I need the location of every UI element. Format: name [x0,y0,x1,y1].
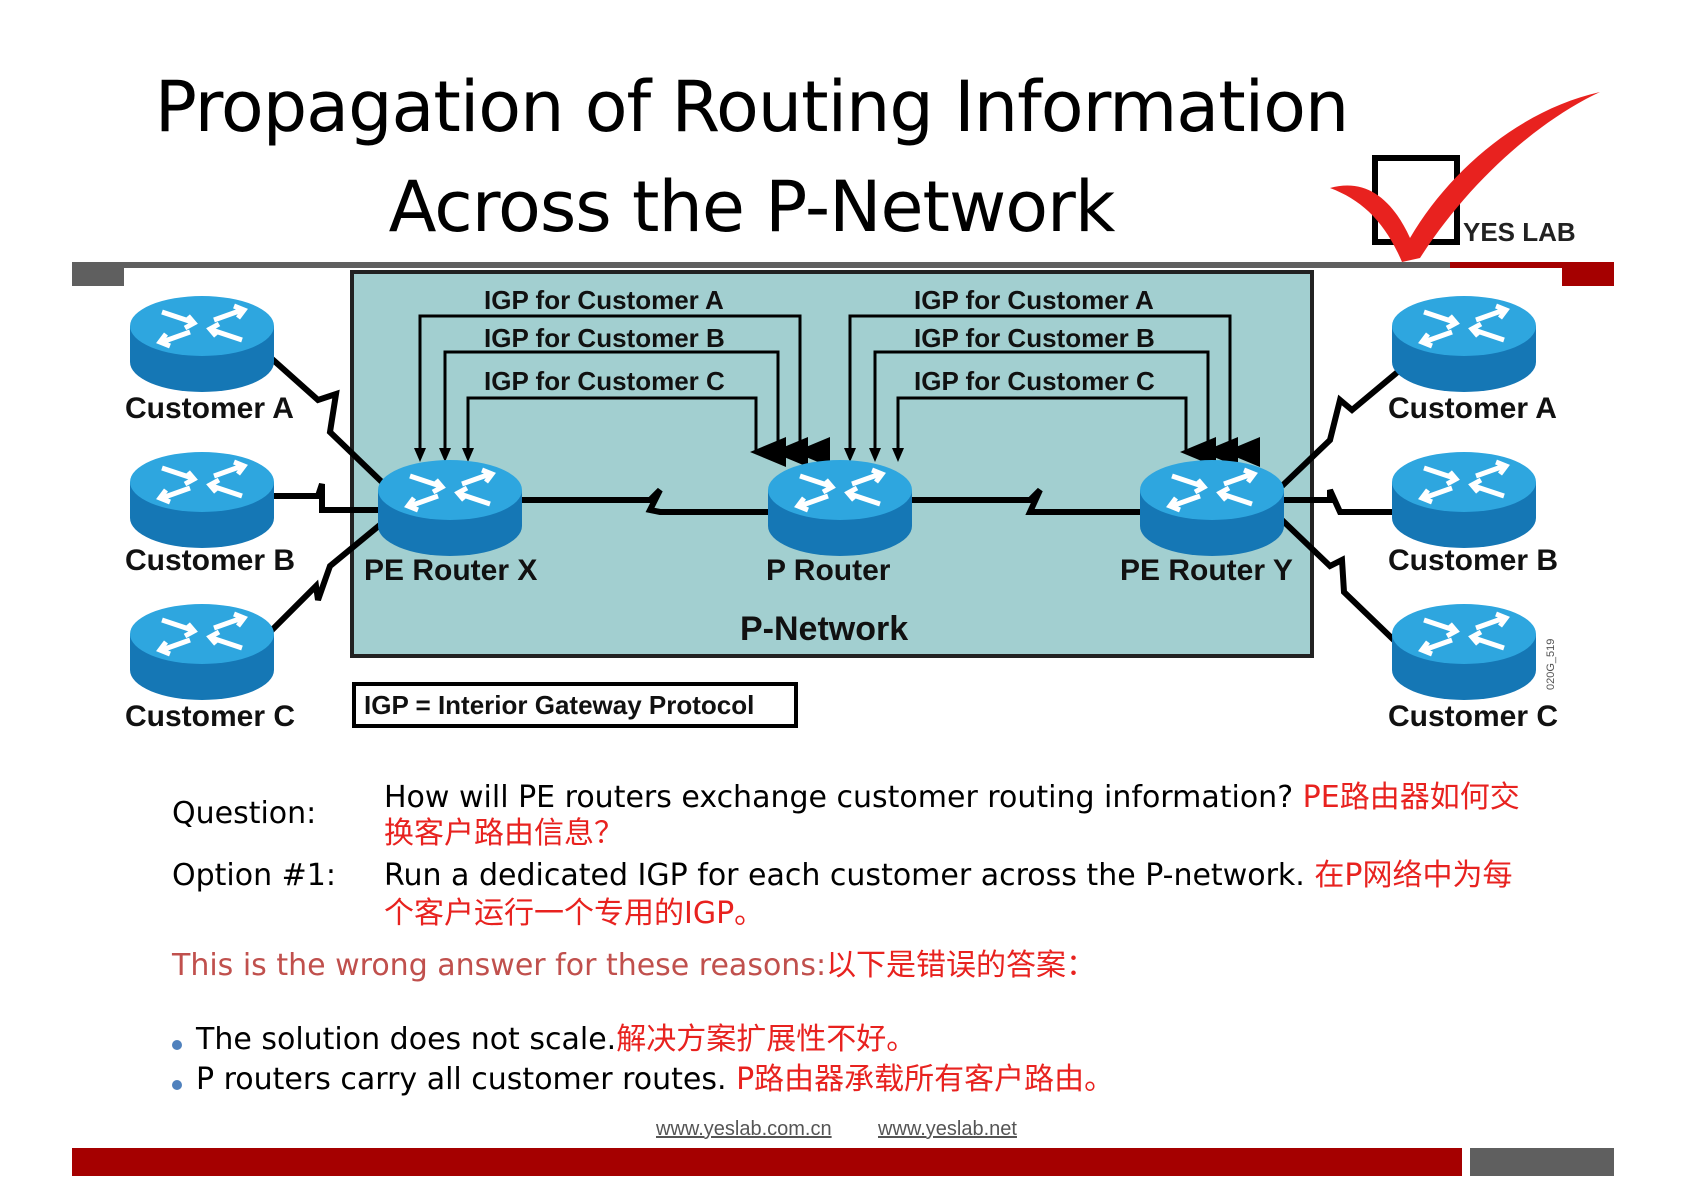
footer-link-net[interactable]: www.yeslab.net [878,1118,1017,1140]
bullet-dot-1 [172,1040,182,1050]
p-network-label: P-Network [740,610,908,648]
option-chinese-2: 个客户运行一个专用的IGP。 [384,896,765,931]
p-router-icon [768,460,912,556]
igp-left-labels: IGP for Customer A IGP for Customer B IG… [480,282,740,396]
igp-left-label-c: IGP for Customer C [484,366,725,396]
checkmark-icon [1330,92,1600,262]
right-customer-c-router-icon [1392,604,1536,700]
footer-link-cn[interactable]: www.yeslab.com.cn [656,1118,832,1140]
left-customer-a-label: Customer A [125,392,294,425]
question-chinese-1: PE路由器如何交 [1302,780,1520,815]
right-customer-b-router-icon [1392,452,1536,548]
right-customer-b-label: Customer B [1388,544,1558,577]
option-english: Run a dedicated IGP for each customer ac… [384,858,1305,893]
igp-right-label-c: IGP for Customer C [914,366,1155,396]
right-customer-c-label: Customer C [1388,700,1558,733]
yeslab-logo: YES LAB [1330,92,1600,262]
left-customer-a-router-icon [130,296,274,392]
reasons-heading-chinese: 以下是错误的答案： [826,948,1097,983]
left-customer-b-router-icon [130,452,274,548]
figure-id: 020G_519 [1545,639,1557,690]
igp-right-label-a: IGP for Customer A [914,285,1154,315]
left-customer-links [259,347,389,643]
igp-left-label-b: IGP for Customer B [484,323,725,353]
pe-router-y-icon [1140,460,1284,556]
bullet-item-2: P routers carry all customer routes. P路由… [196,1062,1114,1098]
left-customer-c-label: Customer C [125,700,295,733]
pe-router-x-icon [378,460,522,556]
pe-router-y-label: PE Router Y [1120,554,1293,587]
bullet-2-chinese: P路由器承载所有客户路由。 [736,1062,1115,1097]
slide-title-line2: Across the P-Network [388,166,1116,248]
backbone-links [516,487,1150,515]
bullet-1-english: The solution does not scale. [196,1022,617,1057]
pe-router-x-label: PE Router X [364,554,537,587]
right-customer-a-label: Customer A [1388,392,1557,425]
bullet-dot-2 [172,1080,182,1090]
footer-bar-gray [1470,1148,1614,1176]
left-customer-c-router-icon [130,604,274,700]
igp-left-start-arrows [414,448,474,462]
igp-right-labels: IGP for Customer A IGP for Customer B IG… [910,282,1170,396]
bullet-1-chinese: 解决方案扩展性不好。 [616,1022,917,1057]
header-rule [124,262,1454,268]
header-bar-gray-left [72,262,124,286]
option-text: Run a dedicated IGP for each customer ac… [384,858,1512,894]
footer-bar-red [72,1148,1462,1176]
igp-right-paths [848,314,1260,467]
igp-left-label-a: IGP for Customer A [484,285,724,315]
p-router-label: P Router [766,554,891,587]
option-label: Option #1: [172,858,336,893]
igp-legend-box [352,682,798,728]
logo-text: YES LAB [1463,217,1576,247]
left-customer-b-label: Customer B [125,544,295,577]
igp-left-paths [418,314,830,467]
right-customer-links [1279,367,1403,649]
bullet-2-english: P routers carry all customer routes. [196,1062,727,1097]
igp-right-label-b: IGP for Customer B [914,323,1155,353]
reasons-heading-english: This is the wrong answer for these reaso… [172,948,827,983]
slide-title-line1: Propagation of Routing Information [154,66,1350,148]
bullet-item-1: The solution does not scale.解决方案扩展性不好。 [196,1022,916,1058]
question-chinese-2: 换客户路由信息？ [384,816,624,851]
header-rule-red [1450,262,1562,268]
header-bar-red-right [1562,262,1614,286]
right-customer-a-router-icon [1392,296,1536,392]
question-english: How will PE routers exchange customer ro… [384,780,1294,815]
igp-right-start-arrows [844,448,904,462]
question-text: How will PE routers exchange customer ro… [384,780,1520,816]
question-label: Question: [172,796,317,831]
igp-legend-text: IGP = Interior Gateway Protocol [364,690,754,720]
option-chinese-1: 在P网络中为每 [1314,858,1513,893]
reasons-heading: This is the wrong answer for these reaso… [172,948,1096,984]
